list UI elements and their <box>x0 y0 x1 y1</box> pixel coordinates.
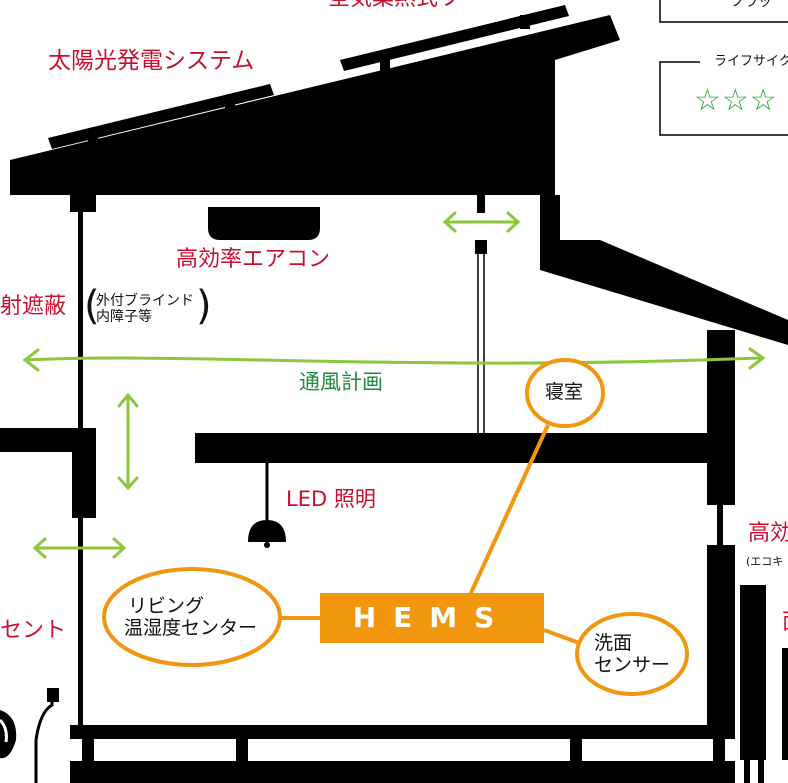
blinds-line-2: 内障子等 <box>96 309 152 326</box>
blinds-paren-right: ) <box>196 283 212 329</box>
ventilation-label: 通風計画 <box>299 370 383 394</box>
washroom-line-2: センサー <box>594 653 671 676</box>
hems-box: HEMS <box>320 593 544 643</box>
right-wall-upper <box>707 330 735 505</box>
pendant-lamp <box>248 520 286 542</box>
foundation <box>70 761 735 783</box>
right-small-label: 面 <box>782 612 788 634</box>
roof-eave <box>10 160 80 190</box>
second-floor <box>195 433 735 463</box>
solar-system-label: 太陽光発電システム <box>48 48 255 74</box>
blinds-label: 外付ブラインド 内障子等 <box>96 293 194 325</box>
right-wall-lower <box>707 545 735 730</box>
shading-label: 射遮蔽 <box>0 294 67 319</box>
hems-connections <box>280 424 583 646</box>
bedroom-bubble <box>525 358 605 428</box>
living-sensor-bubble <box>102 567 282 667</box>
right-efficiency-label: 高効 <box>748 521 788 546</box>
right-eco-label: (エコキ <box>746 555 784 568</box>
outlet-plug <box>34 690 54 783</box>
lifecycle-stars: ☆☆☆ <box>694 83 778 118</box>
air-conditioner <box>208 207 320 240</box>
roof <box>10 15 620 195</box>
legend-box <box>659 0 788 136</box>
ventilation-arrows <box>22 211 766 559</box>
led-label: LED 照明 <box>286 487 376 511</box>
lifecycle-label: ライフサイクル <box>714 54 788 69</box>
eco-unit <box>740 585 766 760</box>
living-line-2: 温湿度センター <box>124 616 258 639</box>
aircon-label: 高効率エアコン <box>176 247 331 272</box>
outlet-label: セント <box>0 618 67 643</box>
right-roof <box>540 195 788 345</box>
living-sensor-label: リビング 温湿度センター <box>124 595 258 640</box>
top-cut-label: 全気集熱式ワー <box>328 0 482 10</box>
blinds-line-1: 外付ブラインド <box>96 293 194 309</box>
solar-panels <box>48 5 569 149</box>
washroom-line-1: 洗面 <box>594 632 633 654</box>
washroom-sensor-label: 洗面 センサー <box>594 632 671 677</box>
ground-floor <box>70 725 735 739</box>
blinds-paren-left: ( <box>84 283 100 329</box>
washroom-sensor-bubble <box>575 612 689 696</box>
living-line-1: リビング <box>128 595 205 617</box>
bedroom-label: 寝室 <box>545 381 584 403</box>
legend-top-text: フラッ <box>730 0 772 10</box>
